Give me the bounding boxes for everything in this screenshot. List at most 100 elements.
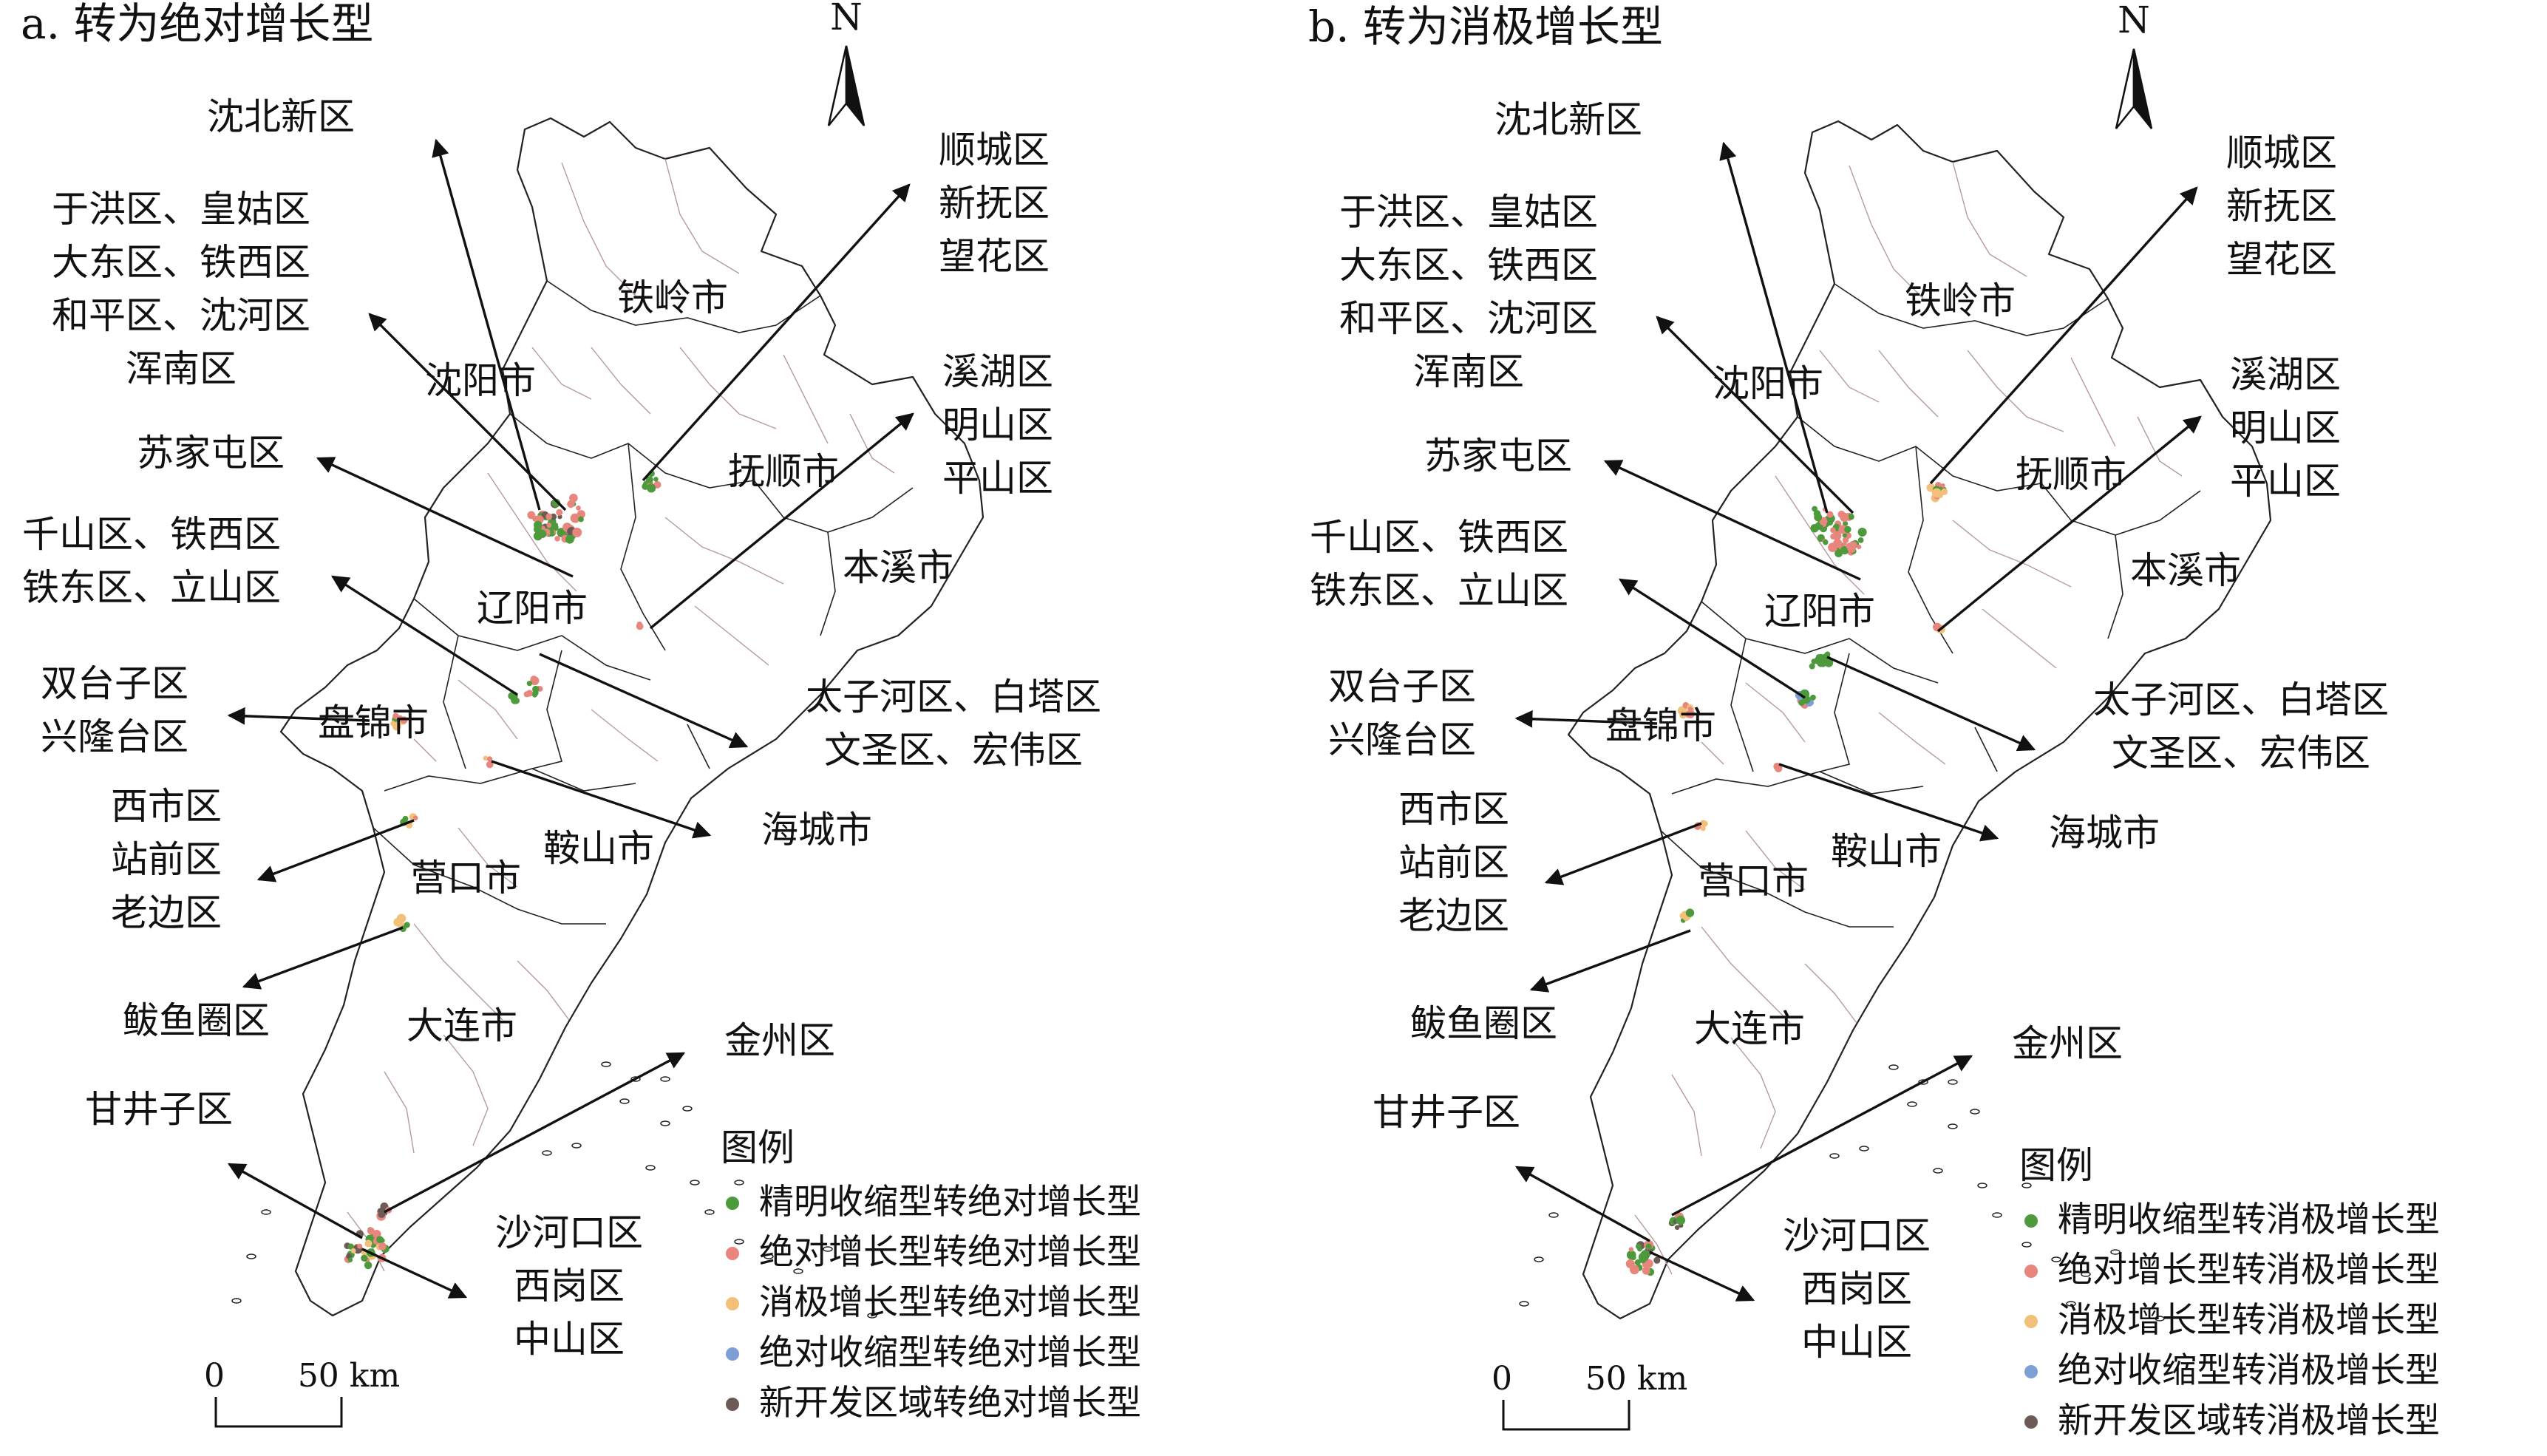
island-shape <box>823 1246 833 1252</box>
callout-line: 西岗区 <box>1801 1268 1912 1310</box>
city-label: 辽阳市 <box>1764 590 1875 633</box>
legend: 图例精明收缩型转绝对增长型绝对增长型转绝对增长型消极增长型转绝对增长型绝对收缩型… <box>721 1126 1141 1423</box>
callout-line: 苏家屯区 <box>137 432 285 474</box>
callout-line: 和平区、沈河区 <box>1339 297 1598 340</box>
callout-arrow <box>242 926 404 990</box>
hotspot-mark <box>1701 820 1708 827</box>
city-boundary <box>1701 601 1939 684</box>
hotspot-mark <box>1639 1256 1647 1264</box>
city-boundary <box>1730 638 1754 772</box>
panel-title: a. 转为绝对增长型 <box>21 0 373 49</box>
callout-line: 沈北新区 <box>207 95 355 138</box>
city-label: 鞍山市 <box>543 827 654 870</box>
district-callout-label: 双台子区兴隆台区 <box>41 662 188 758</box>
district-boundary <box>1804 963 1857 1024</box>
city-boundary <box>1974 727 1998 772</box>
island-shape <box>1548 1212 1559 1218</box>
island-shape <box>246 1253 256 1259</box>
hotspot-mark <box>357 1243 363 1249</box>
callout-arrow <box>368 313 567 511</box>
hotspot-mark <box>398 715 403 721</box>
callout-arrow <box>361 1248 468 1299</box>
callout-line: 海城市 <box>761 809 872 851</box>
hotspot-mark <box>1630 1265 1639 1275</box>
legend-item-label: 新开发区域转绝对增长型 <box>759 1383 1141 1423</box>
callout-arrow <box>1778 763 1999 842</box>
hotspot-mark <box>1846 542 1853 550</box>
hotspot-mark <box>1842 533 1847 538</box>
legend-swatch <box>726 1347 739 1361</box>
district-callout-label: 鲅鱼圈区 <box>1409 1002 1557 1045</box>
legend-swatch <box>726 1297 739 1310</box>
callout-arrow <box>1529 929 1691 993</box>
island-shape <box>2051 1256 2061 1262</box>
island-shape <box>682 1106 693 1112</box>
district-boundary <box>1671 1074 1702 1157</box>
district-callout-label: 双台子区兴隆台区 <box>1328 665 1476 761</box>
district-callout-label: 海城市 <box>2049 812 2160 854</box>
city-label: 盘锦市 <box>318 701 429 744</box>
hotspot-mark <box>1823 540 1829 545</box>
hotspot-mark <box>378 1211 386 1218</box>
callout-line: 于洪区、皇姑区 <box>1339 191 1598 234</box>
district-boundary <box>1701 926 1791 1024</box>
hotspot-mark <box>1820 661 1826 667</box>
hotspot-mark <box>486 761 494 769</box>
hotspot-mark <box>404 922 410 928</box>
hotspot-mark <box>1842 541 1847 546</box>
north-arrow-left <box>2115 48 2135 129</box>
legend-item-label: 精明收缩型转绝对增长型 <box>759 1182 1141 1222</box>
hotspot-mark <box>1941 488 1948 496</box>
district-callout-label: 沈北新区 <box>1494 98 1642 141</box>
district-callout-label: 溪湖区明山区平山区 <box>942 350 1053 500</box>
callout-arrow <box>1671 1055 1973 1217</box>
district-callout-label: 千山区、铁西区铁东区、立山区 <box>1310 516 1568 612</box>
callout-line: 明山区 <box>2230 406 2341 449</box>
callout-line: 沈北新区 <box>1494 98 1642 141</box>
hotspot-mark <box>1828 542 1837 552</box>
hotspot-mark <box>523 691 530 698</box>
legend: 图例精明收缩型转消极增长型绝对增长型转消极增长型消极增长型转消极增长型绝对收缩型… <box>2019 1144 2440 1441</box>
city-label: 本溪市 <box>843 546 953 589</box>
callout-line: 和平区、沈河区 <box>52 294 310 337</box>
hotspot-mark <box>551 498 561 508</box>
callout-line: 明山区 <box>942 404 1053 446</box>
district-boundary <box>1878 350 1939 418</box>
hotspot-mark <box>1813 510 1821 517</box>
callout-line: 金州区 <box>2012 1022 2123 1065</box>
hotspot-mark <box>1826 519 1834 526</box>
north-arrow-icon: N <box>827 0 866 126</box>
district-callout-label: 苏家屯区 <box>1424 435 1572 477</box>
island-shape <box>1918 1079 1928 1085</box>
callout-line: 文圣区、宏伟区 <box>2112 732 2370 775</box>
hotspot-mark <box>1810 694 1816 701</box>
hotspot-mark <box>556 508 563 516</box>
district-boundary <box>1745 830 1806 891</box>
map-panel-b: b. 转为消极增长型铁岭市沈阳市抚顺市本溪市辽阳市盘锦市鞍山市营口市大连市沈北新… <box>1308 0 2440 1441</box>
callout-arrow <box>1544 822 1702 885</box>
callout-line: 望花区 <box>939 235 1050 278</box>
district-boundary <box>679 347 777 429</box>
island-shape <box>704 1209 715 1215</box>
callout-line: 大东区、铁西区 <box>52 241 310 284</box>
north-arrow-left <box>827 45 848 126</box>
district-boundary <box>664 158 740 274</box>
hotspot-mark <box>572 527 582 537</box>
hotspot-mark <box>527 511 536 520</box>
island-shape <box>261 1209 271 1215</box>
district-boundary <box>591 709 659 762</box>
hotspot-mark <box>364 1261 373 1270</box>
hotspot-mark <box>1645 1243 1652 1250</box>
district-boundary <box>1952 161 2027 277</box>
district-boundary <box>384 1071 415 1154</box>
legend-item-label: 绝对收缩型转消极增长型 <box>2058 1350 2440 1391</box>
district-boundary <box>1878 712 1946 765</box>
district-callout-label: 金州区 <box>724 1019 835 1062</box>
hotspot-mark <box>412 815 418 821</box>
callout-arrow <box>1514 710 1658 728</box>
callout-line: 沙河口区 <box>1783 1214 1931 1257</box>
district-boundary <box>1730 1037 1776 1149</box>
district-boundary <box>1982 608 2057 669</box>
hotspot-mark <box>1628 1247 1634 1252</box>
